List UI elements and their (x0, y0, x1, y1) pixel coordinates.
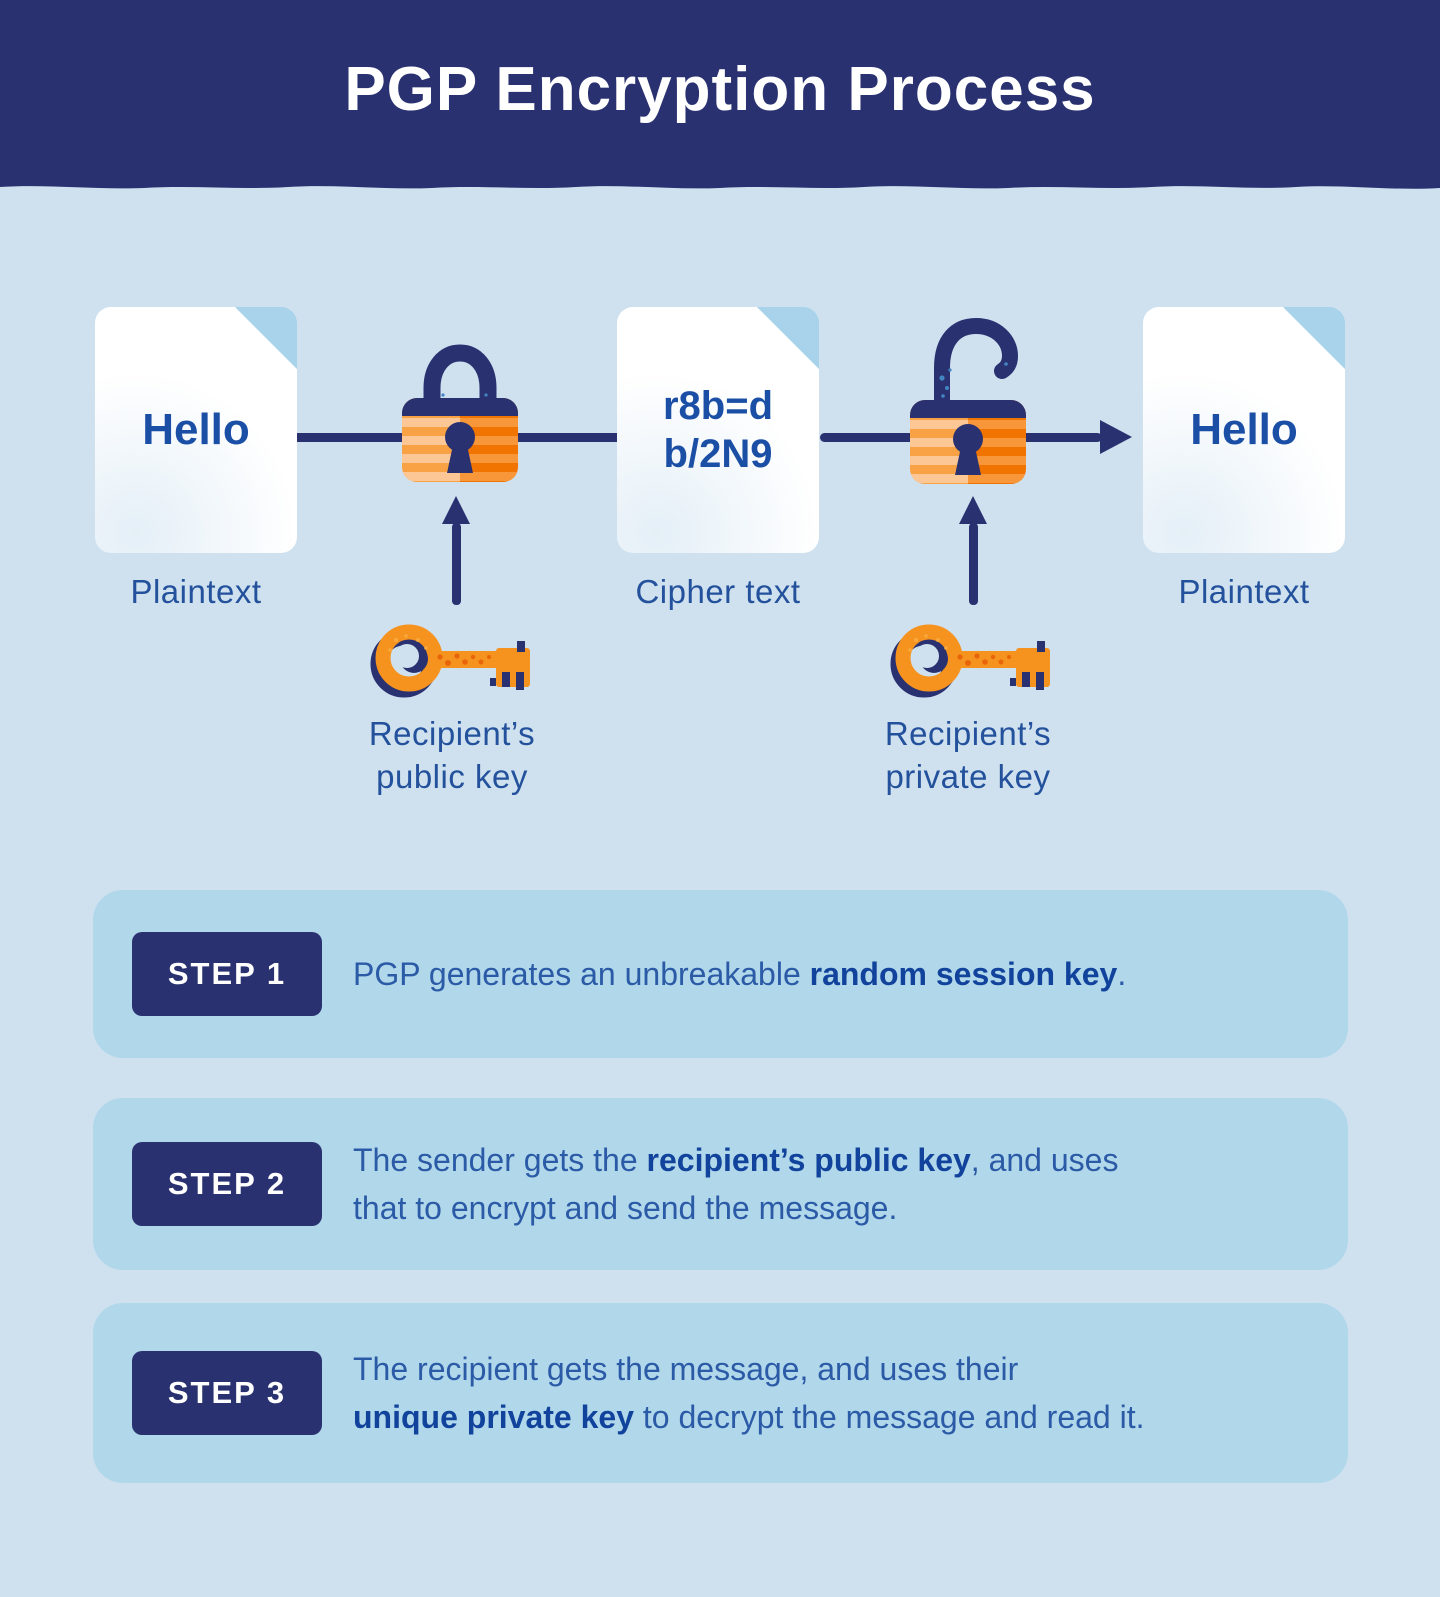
right-arrow-icon (1100, 420, 1132, 454)
up-arrow-icon (452, 523, 461, 605)
step-1-badge: STEP 1 (132, 932, 322, 1016)
step-1-text: PGP generates an unbreakable random sess… (353, 950, 1353, 998)
document-text: Hello (1190, 405, 1298, 454)
document-icon (95, 307, 297, 553)
step-1-badge-label: STEP 1 (167, 956, 287, 991)
step-text-segment: that to encrypt and send the message. (353, 1190, 898, 1226)
step-text-segment-bold: recipient’s public key (646, 1142, 971, 1178)
cipher-line-1: r8b=d (662, 384, 774, 428)
plaintext-start-label: Plaintext (130, 573, 262, 610)
public-key-label-line2: public key (376, 758, 528, 795)
public-key-label: Recipient’s public key (292, 712, 612, 798)
private-key-label: Recipient’s private key (808, 712, 1128, 798)
step-3-badge-label: STEP 3 (167, 1375, 287, 1410)
step-text-segment: The recipient gets the message, and uses… (353, 1351, 1019, 1387)
locked-padlock-icon (402, 344, 518, 482)
document-icon (617, 307, 819, 553)
private-key-label-line1: Recipient’s (884, 715, 1052, 752)
step-1-row: STEP 1 PGP generates an unbreakable rand… (93, 890, 1348, 1058)
up-arrow-icon (959, 496, 987, 524)
step-text-segment: , and uses (970, 1142, 1119, 1178)
step-text-segment: to decrypt the message and read it. (633, 1399, 1145, 1435)
step-text-segment-bold: unique private key (353, 1399, 634, 1435)
up-arrow-icon (969, 523, 978, 605)
step-text-segment: PGP generates an unbreakable (353, 956, 810, 992)
unlocked-padlock-icon (910, 317, 1026, 484)
key-icon (890, 624, 1050, 698)
step-text-segment: The sender gets the (353, 1142, 647, 1178)
key-icon (370, 624, 530, 698)
private-key-label-line2: private key (885, 758, 1051, 795)
step-3-badge: STEP 3 (132, 1351, 322, 1435)
step-2-badge: STEP 2 (132, 1142, 322, 1226)
up-arrow-icon (442, 496, 470, 524)
page-title: PGP Encryption Process (344, 55, 1096, 124)
plaintext-document-start: Hello (95, 307, 297, 553)
cipher-line-2: b/2N9 (663, 432, 773, 476)
public-key-label-line1: Recipient’s (368, 715, 536, 752)
step-text-segment: . (1117, 956, 1127, 992)
plaintext-end-label: Plaintext (1178, 573, 1310, 610)
header-band: PGP Encryption Process (0, 0, 1440, 182)
step-2-row: STEP 2 The sender gets the recipient’s p… (93, 1098, 1348, 1270)
step-3-text: The recipient gets the message, and uses… (353, 1345, 1353, 1441)
document-text: Hello (142, 405, 250, 454)
plaintext-document-end: Hello (1143, 307, 1345, 553)
step-2-badge-label: STEP 2 (167, 1166, 287, 1201)
document-icon (1143, 307, 1345, 553)
step-3-row: STEP 3 The recipient gets the message, a… (93, 1303, 1348, 1483)
step-2-text: The sender gets the recipient’s public k… (353, 1136, 1353, 1232)
cipher-label: Cipher text (635, 573, 801, 610)
header-wave-edge (0, 181, 1440, 189)
step-text-segment-bold: random session key (809, 956, 1118, 992)
